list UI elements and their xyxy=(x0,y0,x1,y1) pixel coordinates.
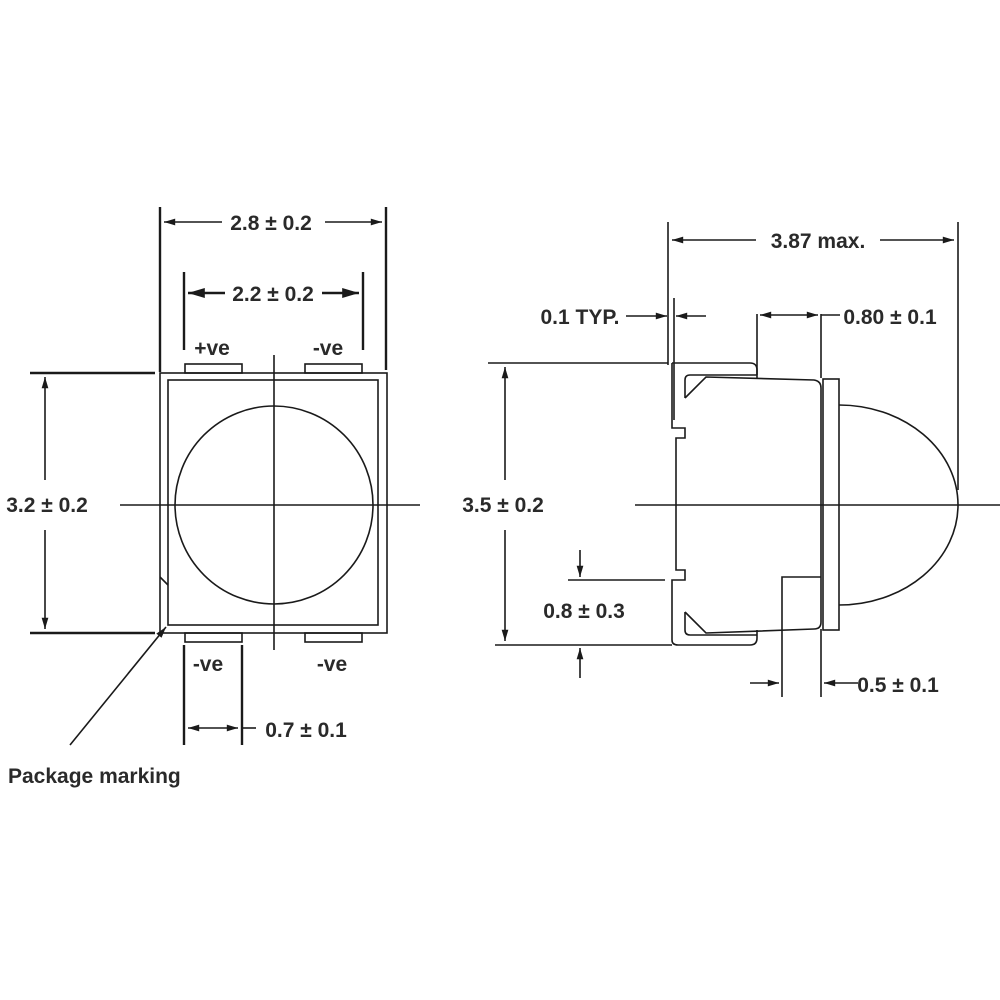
pad-label-bottom-left: -ve xyxy=(193,653,223,676)
length-max-label: 3.87 max. xyxy=(771,230,866,253)
lead-height-label: 0.8 ± 0.3 xyxy=(543,600,625,623)
pad-top-right xyxy=(304,363,363,374)
package-marking-leader xyxy=(69,626,167,746)
body-offset-label: 0.80 ± 0.1 xyxy=(843,306,937,329)
pad-top-left xyxy=(184,363,243,374)
package-body-inner xyxy=(167,379,379,626)
pad-label-top-left: +ve xyxy=(194,337,230,360)
front-view: 2.8 ± 0.2 2.2 ± 0.2 +ve -ve 3.2 ± 0.2 -v… xyxy=(6,207,420,788)
lead-thickness-label: 0.1 TYP. xyxy=(541,306,620,329)
side-height-label: 3.5 ± 0.2 xyxy=(462,494,544,517)
lead-length-label: 0.5 ± 0.1 xyxy=(857,674,939,697)
pad-label-top-right: -ve xyxy=(313,337,343,360)
side-view: 3.87 max. 0.1 TYP. 0.80 ± 0.1 3.5 ± 0.2 … xyxy=(462,222,1000,697)
pad-width-label: 0.7 ± 0.1 xyxy=(265,719,347,742)
pad-bottom-right xyxy=(304,632,363,643)
pad-span-label: 2.2 ± 0.2 xyxy=(232,283,314,306)
lead-outline xyxy=(671,362,758,646)
height-label: 3.2 ± 0.2 xyxy=(6,494,88,517)
pad-label-bottom-right: -ve xyxy=(317,653,347,676)
pad-bottom-left xyxy=(184,632,243,643)
package-marking-label: Package marking xyxy=(8,765,181,788)
width-overall-label: 2.8 ± 0.2 xyxy=(230,212,312,235)
